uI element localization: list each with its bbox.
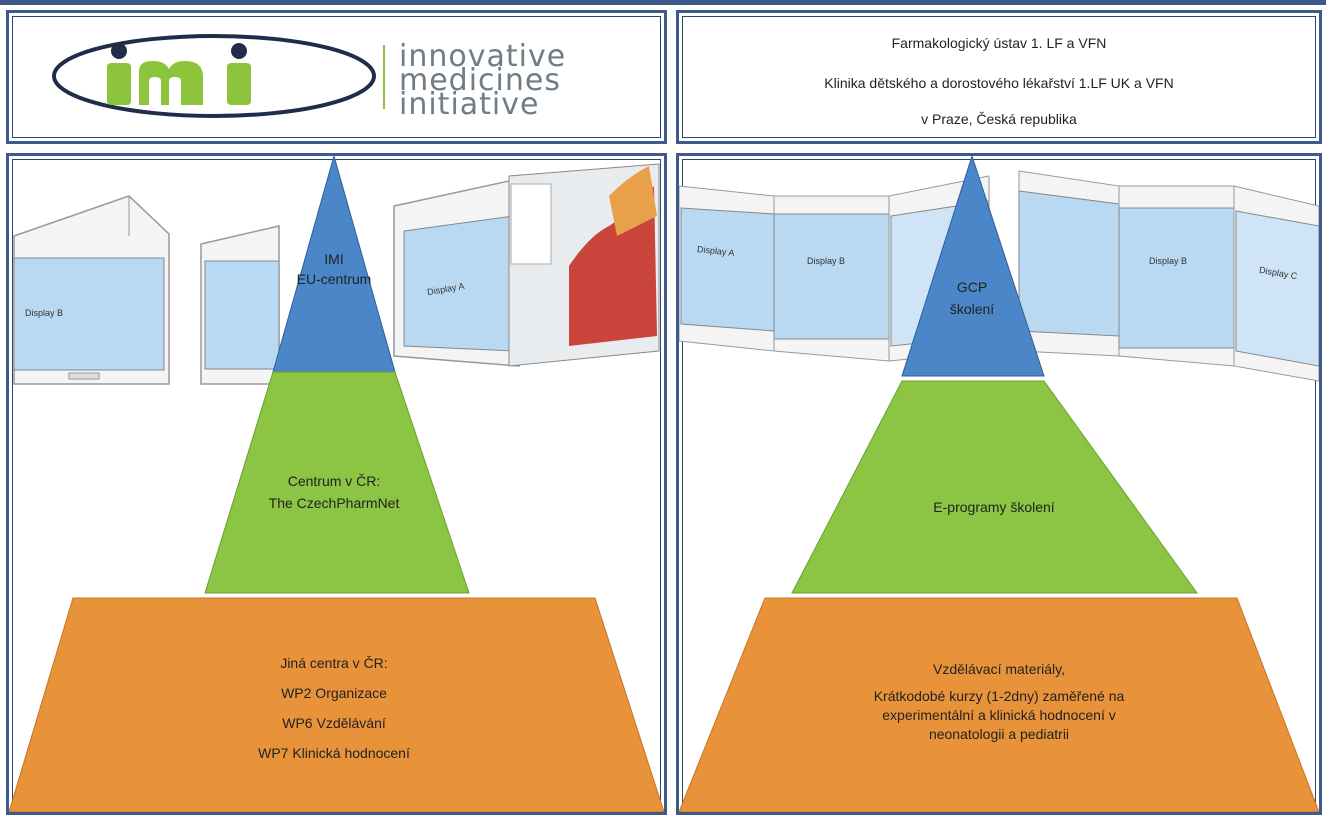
affiliation-line-3: v Praze, Česká republika	[921, 111, 1077, 127]
left-top-line-2: EU-centrum	[296, 271, 372, 287]
right-top-line-1: GCP	[956, 279, 988, 295]
left-pyramid-panel: IMI EU-centrum Centrum v ČR: The CzechPh…	[6, 153, 667, 815]
display-b-label-right-1: Display B	[807, 256, 846, 266]
left-pyramid	[9, 156, 664, 812]
right-top-line-2: školení	[949, 301, 995, 317]
left-middle-line-2: The CzechPharmNet	[268, 495, 400, 511]
left-middle-line-1: Centrum v ČR:	[287, 473, 381, 489]
logo-word-3: initiative	[399, 87, 540, 122]
right-bottom-line-4: neonatologii a pediatrii	[928, 726, 1070, 742]
imi-logo-panel: innovative medicines initiative	[6, 10, 667, 144]
top-border	[0, 0, 1326, 5]
right-top-tier-label: GCP školení	[897, 274, 1047, 322]
left-pyramid-middle-tier	[204, 371, 470, 594]
right-bottom-line-3: experimentální a klinická hodnocení v	[882, 707, 1116, 723]
left-bottom-line-1: Jiná centra v ČR:	[280, 655, 388, 671]
left-pyramid-bottom-tier	[9, 597, 664, 812]
affiliation-panel: Farmakologický ústav 1. LF a VFN Klinika…	[676, 10, 1322, 144]
display-middle-illustration	[200, 225, 280, 385]
right-bottom-line-1: Vzdělávací materiály,	[932, 661, 1065, 677]
right-pyramid-top-tier	[901, 156, 1045, 377]
right-middle-line-1: E-programy školení	[933, 499, 1055, 515]
right-pyramid-middle-tier	[791, 380, 1198, 594]
display-a-illustration	[393, 163, 660, 367]
left-bottom-line-3: WP6 Vzdělávání	[282, 715, 386, 731]
left-top-tier-label: IMI EU-centrum	[259, 246, 409, 292]
left-bottom-tier-label: Jiná centra v ČR: WP2 Organizace WP6 Vzd…	[184, 648, 484, 768]
right-pyramid-panel: Display A Display B Display B Display C …	[676, 153, 1322, 815]
left-bottom-line-2: WP2 Organizace	[281, 685, 387, 701]
right-bottom-line-2: Krátkodobé kurzy (1-2dny) zaměřené na	[873, 688, 1125, 704]
left-bottom-line-4: WP7 Klinická hodnocení	[258, 745, 410, 761]
left-background-illustration	[13, 163, 660, 385]
display-b-illustration	[13, 195, 170, 385]
right-bottom-tier-label: Vzdělávací materiály, Krátkodobé kurzy (…	[769, 660, 1229, 744]
imi-logo-mark	[52, 34, 385, 118]
affiliation-line-2: Klinika dětského a dorostového lékařství…	[824, 75, 1174, 91]
logo-word-2: medicines	[399, 63, 561, 98]
display-b-label-right-2: Display B	[1149, 256, 1188, 266]
logo-word-1: innovative	[399, 39, 567, 74]
affiliation-line-1: Farmakologický ústav 1. LF a VFN	[891, 35, 1107, 51]
left-middle-tier-label: Centrum v ČR: The CzechPharmNet	[184, 468, 484, 516]
left-top-line-1: IMI	[324, 251, 344, 267]
display-b-label-left: Display B	[25, 308, 64, 318]
logo-ellipse	[52, 34, 376, 118]
logo-letters	[107, 43, 251, 105]
right-background-illustration	[679, 156, 1319, 812]
right-middle-tier-label: E-programy školení	[844, 494, 1144, 520]
right-pyramid-bottom-tier	[679, 597, 1319, 812]
